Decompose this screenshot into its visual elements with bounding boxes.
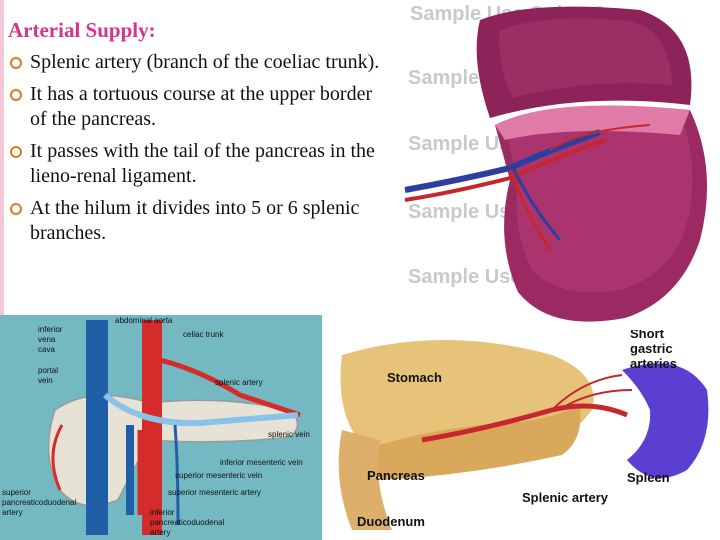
splenic-vein-path [103,392,299,427]
pancreas-shape [362,405,581,480]
spleen-illustration: Sample Use Only - Co Sample Use Only - C… [400,0,720,330]
bullet-text: It has a tortuous course at the upper bo… [30,83,373,130]
label-portal-vein: vein [38,376,53,385]
label-abdominal-aorta: abdominal aorta [115,316,173,325]
slide-border [0,0,4,540]
label-inferior-pd: pancreaticoduodenal [150,518,225,527]
label-smv: superior mesenteric vein [175,471,262,480]
bullet-item: Splenic artery (branch of the coeliac tr… [10,50,390,75]
label-inferior-pd: artery [150,528,170,537]
diagram-labels: abdominal aorta inferior vena cava celia… [2,316,310,537]
bullet-list: Splenic artery (branch of the coeliac tr… [10,50,390,253]
label-stomach: Stomach [387,370,442,385]
artery-branch [508,169,552,251]
stomach-spleen-diagram: Stomach Short gastric arteries Pancreas … [322,330,720,540]
bullet-text: At the hilum it divides into 5 or 6 sple… [30,197,360,244]
short-gastric-artery [551,374,623,411]
label-short-gastric: Short [630,330,665,341]
label-superior-pd: artery [2,508,22,517]
artery-branch [549,124,651,151]
inferior-vena-cava [86,320,108,535]
label-inferior-pd: inferior [150,508,175,517]
bullet-icon [10,57,22,69]
duodenum-shape [338,430,392,530]
spleen-svg: Sample Use Only - Co Sample Use Only - C… [404,3,708,322]
bullet-item: At the hilum it divides into 5 or 6 sple… [10,196,390,246]
label-spleen: Spleen [627,470,670,485]
label-ivc: cava [38,345,55,354]
bullet-icon [10,146,22,158]
abdominal-aorta [142,320,162,535]
cut-surface [495,105,690,140]
short-gastric-artery [561,389,633,409]
label-celiac-trunk: celiac trunk [183,330,224,339]
splenic-artery-path [421,403,628,443]
label-splenic-vein: splenic vein [268,430,310,439]
label-pancreas: Pancreas [367,468,425,483]
spleen-shape [622,363,709,478]
label-ivc: inferior [38,325,63,334]
spleen-shading [508,125,693,293]
label-portal-vein: portal [38,366,58,375]
splenic-artery-path [159,357,301,418]
inferior-mesenteric-vein [173,424,180,526]
bullet-icon [10,89,22,101]
bullet-item: It passes with the tail of the pancreas … [10,139,390,189]
label-sma: superior mesenteric artery [168,488,261,497]
vein-branch [510,164,562,241]
bullet-icon [10,203,22,215]
bullet-text: Splenic artery (branch of the coeliac tr… [30,51,380,73]
label-duodenum: Duodenum [357,514,425,529]
pancreas-svg: abdominal aorta inferior vena cava celia… [2,316,310,537]
lid-shading [499,18,672,98]
pancreaticoduodenal-artery [51,424,64,491]
label-ivc: vena [38,335,56,344]
bullet-item: It has a tortuous course at the upper bo… [10,82,390,132]
label-splenic-artery: Splenic artery [522,490,609,505]
splenic-artery [404,138,606,202]
label-superior-pd: pancreaticoduodenal [2,498,77,507]
bullet-text: It passes with the tail of the pancreas … [30,140,375,187]
splenic-vein [404,129,602,193]
stomach-svg: Stomach Short gastric arteries Pancreas … [338,330,709,530]
label-short-gastric: arteries [630,356,677,371]
label-imv: inferior mesenteric vein [220,458,303,467]
label-short-gastric: gastric [630,341,673,356]
label-splenic-artery: splenic artery [215,378,263,387]
pancreas-vessels-diagram: abdominal aorta inferior vena cava celia… [0,315,322,540]
figure-labels: Stomach Short gastric arteries Pancreas … [357,330,677,529]
slide-heading: Arterial Supply: [8,18,156,42]
label-superior-pd: superior [2,488,31,497]
